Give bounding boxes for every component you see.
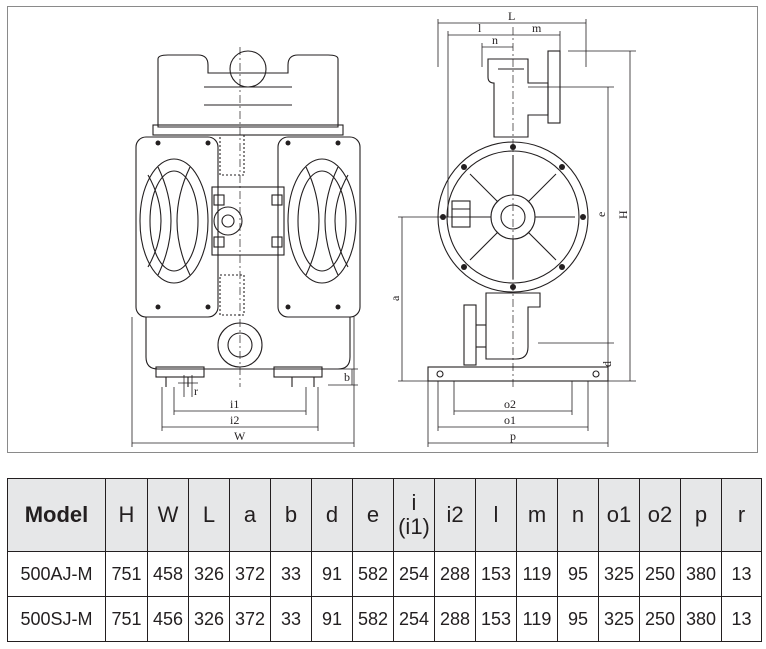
label-o2: o2 (504, 397, 516, 411)
cell: 254 (393, 596, 435, 642)
label-n: n (492, 33, 498, 47)
label-i1: i1 (230, 397, 239, 411)
header-p: p (680, 478, 722, 552)
table-row: 500AJ-M 751 458 326 372 33 91 582 254 28… (7, 551, 762, 597)
label-l: l (478, 21, 482, 35)
label-a: a (388, 295, 402, 301)
cell: 325 (598, 596, 640, 642)
label-H: H (616, 210, 630, 219)
header-L: L (188, 478, 230, 552)
cell: 582 (352, 551, 394, 597)
table-header-row: Model H W L a b d e i(i1) i2 l m n o1 o2… (7, 478, 762, 552)
cell: 751 (105, 596, 148, 642)
header-H: H (105, 478, 148, 552)
cell: 751 (105, 551, 148, 597)
cell: 153 (475, 551, 517, 597)
cell: 254 (393, 551, 435, 597)
cell: 325 (598, 551, 640, 597)
cell: 372 (229, 551, 271, 597)
cell: 326 (188, 596, 230, 642)
cell: 95 (557, 551, 599, 597)
header-i: i(i1) (393, 478, 435, 552)
cell: 13 (721, 551, 762, 597)
cell: 153 (475, 596, 517, 642)
front-dim-labels: b r i1 i2 W (194, 370, 350, 443)
cell: 91 (311, 596, 353, 642)
side-dim-labels: L l m n e H a d o2 o1 p (388, 9, 630, 443)
front-view (135, 47, 361, 387)
cell: 458 (147, 551, 189, 597)
cell: 95 (557, 596, 599, 642)
header-d: d (311, 478, 353, 552)
cell: 119 (516, 551, 558, 597)
label-e: e (594, 212, 608, 217)
cell-model: 500AJ-M (7, 551, 106, 597)
header-l: l (475, 478, 517, 552)
header-W: W (147, 478, 189, 552)
cell: 582 (352, 596, 394, 642)
label-L: L (508, 9, 515, 23)
cell: 13 (721, 596, 762, 642)
label-d: d (600, 361, 614, 367)
pump-drawing-svg: b r i1 i2 W (131, 9, 636, 447)
spec-table: Model H W L a b d e i(i1) i2 l m n o1 o2… (7, 478, 762, 642)
label-r: r (194, 384, 198, 398)
cell: 250 (639, 551, 681, 597)
header-model: Model (7, 478, 106, 552)
header-b: b (270, 478, 312, 552)
cell: 33 (270, 551, 312, 597)
cell: 288 (434, 596, 476, 642)
header-n: n (557, 478, 599, 552)
label-i2: i2 (230, 413, 239, 427)
header-a: a (229, 478, 271, 552)
header-i-main: i (411, 490, 417, 515)
label-o1: o1 (504, 413, 516, 427)
cell: 119 (516, 596, 558, 642)
cell: 288 (434, 551, 476, 597)
label-p: p (510, 429, 516, 443)
cell: 250 (639, 596, 681, 642)
front-dimensions (131, 317, 358, 447)
cell: 372 (229, 596, 271, 642)
cell: 33 (270, 596, 312, 642)
header-o2: o2 (639, 478, 681, 552)
cell: 380 (680, 551, 722, 597)
label-W: W (234, 429, 246, 443)
cell: 326 (188, 551, 230, 597)
cell-model: 500SJ-M (7, 596, 106, 642)
cell: 91 (311, 551, 353, 597)
header-i2: i2 (434, 478, 476, 552)
technical-drawing: b r i1 i2 W (7, 6, 758, 453)
cell: 456 (147, 596, 189, 642)
header-e: e (352, 478, 394, 552)
header-m: m (516, 478, 558, 552)
header-r: r (721, 478, 762, 552)
header-o1: o1 (598, 478, 640, 552)
side-view (427, 27, 609, 387)
label-m: m (532, 21, 542, 35)
side-dimensions (398, 19, 636, 447)
label-b: b (344, 370, 350, 384)
header-i-sub: (i1) (398, 514, 430, 539)
cell: 380 (680, 596, 722, 642)
table-row: 500SJ-M 751 456 326 372 33 91 582 254 28… (7, 596, 762, 642)
